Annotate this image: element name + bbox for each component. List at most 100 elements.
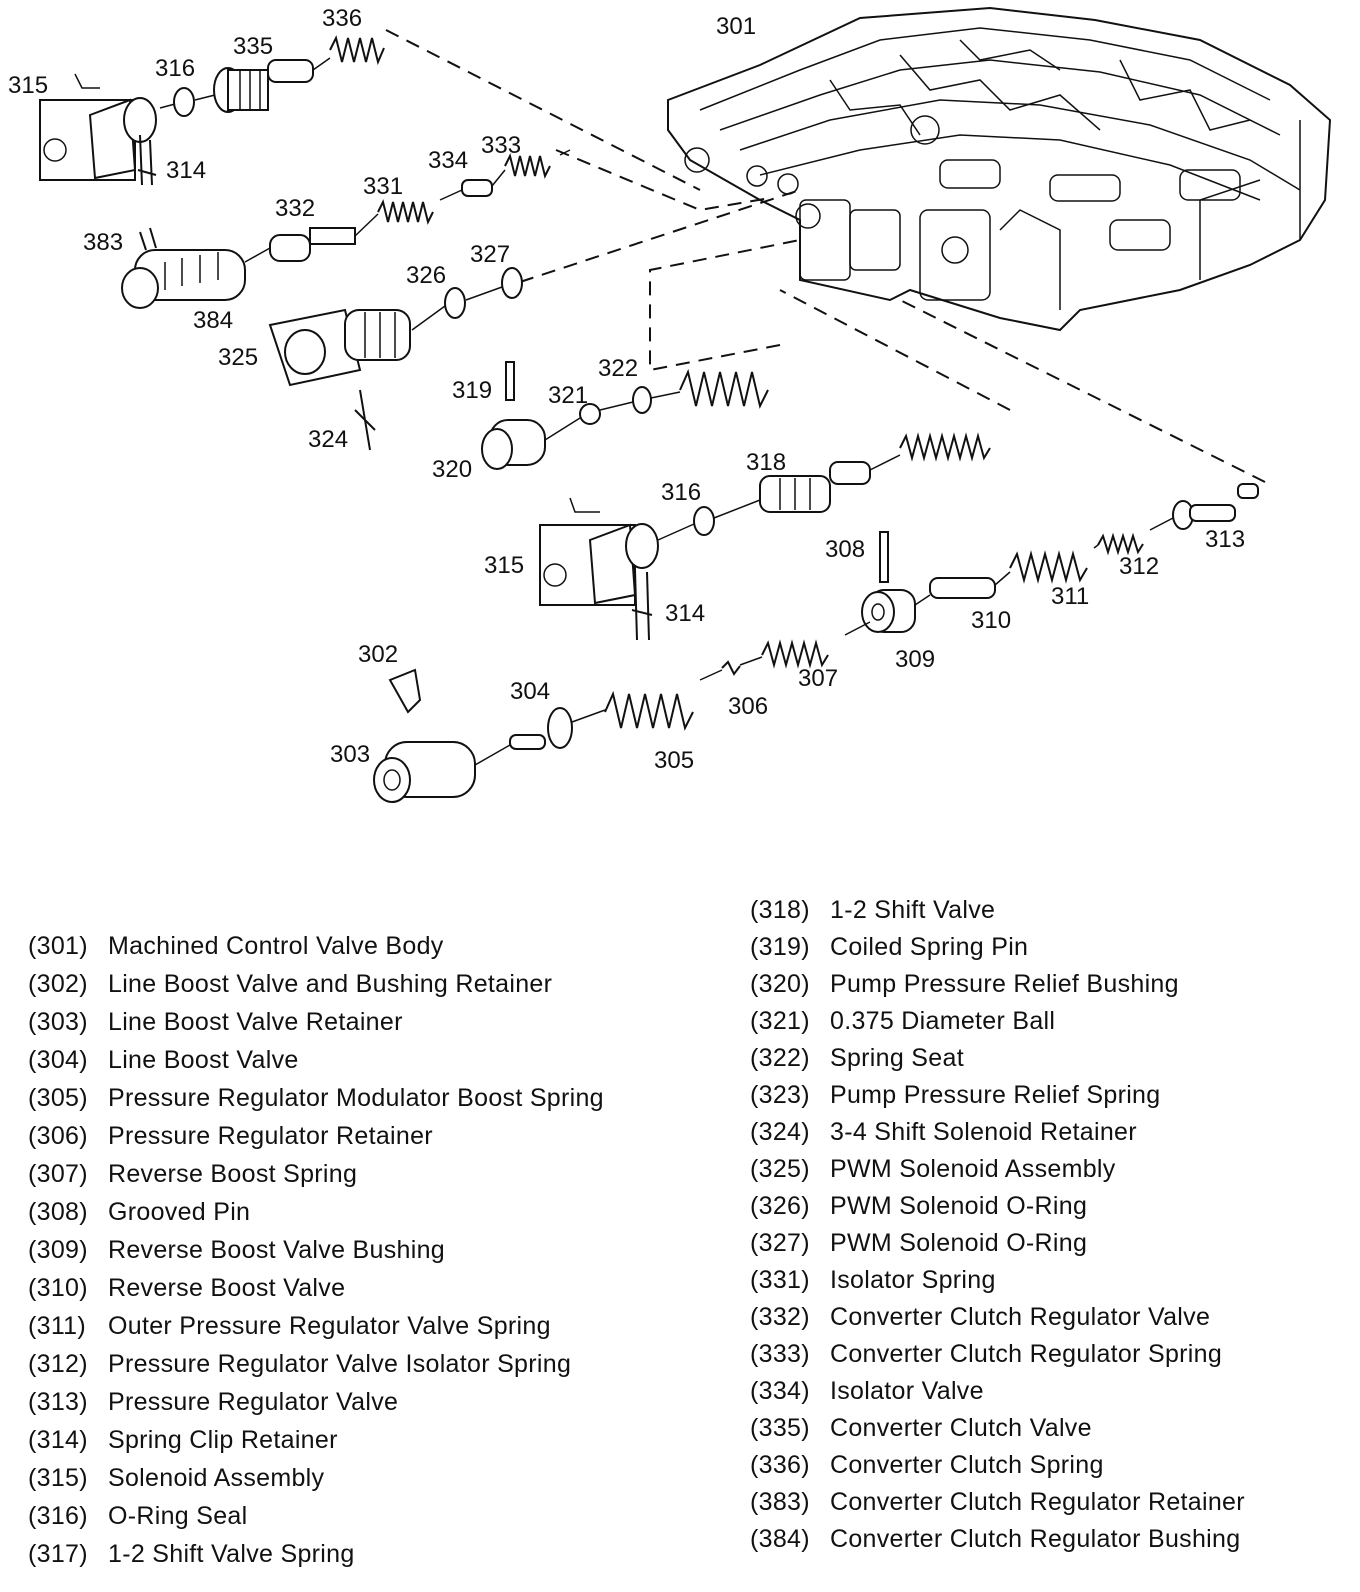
callout-315-top: 315 [8,72,48,99]
callout-319: 319 [452,377,492,404]
callout-314-top: 314 [166,157,206,184]
legend-item: (311)Outer Pressure Regulator Valve Spri… [28,1312,551,1340]
isolator-valve-334 [461,179,493,197]
callout-315-middle: 315 [484,552,524,579]
coiled-spring-pin-319 [505,361,515,401]
callout-314-middle: 314 [665,600,705,627]
callout-304: 304 [510,678,550,705]
retainer-383 [139,227,157,251]
reverse-boost-valve-bushing-309 [861,589,916,633]
assembly-axes [159,57,1174,766]
converter-clutch-regulator-spring-333 [504,153,551,179]
legend-item: (302)Line Boost Valve and Bushing Retain… [28,970,553,998]
spring-seat-322 [632,386,652,414]
shift-valve-spring-317 [899,432,991,462]
legend-item: (313)Pressure Regulator Valve [28,1388,399,1416]
pump-pressure-relief-bushing-320 [481,419,546,470]
pressure-regulator-valve-313 [1172,483,1259,530]
callout-303: 303 [330,741,370,768]
pressure-regulator-retainer-306 [721,660,741,676]
grooved-pin-308 [879,531,889,583]
solenoid-assembly-315-middle [539,497,659,606]
solenoid-retainer-324 [354,389,376,451]
isolator-spring-312 [1097,532,1144,556]
callout-327: 327 [470,241,510,268]
isolator-spring-331 [377,199,434,225]
callout-302: 302 [358,641,398,668]
legend-item: (323)Pump Pressure Relief Spring [750,1081,1161,1109]
pwm-o-ring-327 [501,267,523,299]
callout-384: 384 [193,307,233,334]
reverse-boost-valve-310 [929,577,996,599]
legend-item: (336)Converter Clutch Spring [750,1451,1104,1479]
callout-320: 320 [432,456,472,483]
legend-item: (325)PWM Solenoid Assembly [750,1155,1116,1183]
legend-item: (306)Pressure Regulator Retainer [28,1122,433,1150]
legend-item: (314)Spring Clip Retainer [28,1426,338,1454]
legend-item: (305)Pressure Regulator Modulator Boost … [28,1084,604,1112]
legend-item: (307)Reverse Boost Spring [28,1160,358,1188]
legend-item: (312)Pressure Regulator Valve Isolator S… [28,1350,572,1378]
legend-item: (308)Grooved Pin [28,1198,251,1226]
legend-item: (318)1-2 Shift Valve [750,896,996,924]
ball-321 [579,403,601,425]
o-ring-316-top [173,87,195,117]
legend-item: (332)Converter Clutch Regulator Valve [750,1303,1211,1331]
legend-item: (301)Machined Control Valve Body [28,932,444,960]
callout-335: 335 [233,33,273,60]
legend-item: (331)Isolator Spring [750,1266,996,1294]
pump-pressure-relief-spring-323 [679,368,769,409]
legend-item: (309)Reverse Boost Valve Bushing [28,1236,445,1264]
converter-clutch-regulator-bushing-384 [121,249,246,309]
callout-305: 305 [654,747,694,774]
o-ring-316-middle [693,506,715,536]
spring-clip-retainer-314-middle [631,569,653,641]
callout-301: 301 [716,13,756,40]
callout-322: 322 [598,355,638,382]
callout-308: 308 [825,536,865,563]
converter-clutch-spring-336 [329,35,385,66]
legend-item: (316)O-Ring Seal [28,1502,248,1530]
legend-item: (303)Line Boost Valve Retainer [28,1008,403,1036]
callout-306: 306 [728,693,768,720]
legend-item: (383)Converter Clutch Regulator Retainer [750,1488,1245,1516]
legend-item: (319)Coiled Spring Pin [750,933,1029,961]
callout-310: 310 [971,607,1011,634]
callout-332: 332 [275,195,315,222]
spring-clip-retainer-314-top [137,134,157,186]
legend-item: (334)Isolator Valve [750,1377,984,1405]
callout-316-middle: 316 [661,479,701,506]
callout-331: 331 [363,173,403,200]
callout-labels: 301 336 335 316 315 314 334 333 331 332 … [8,5,1245,774]
reverse-boost-spring-307 [761,639,829,669]
legend-item: (322)Spring Seat [750,1044,964,1072]
callout-312: 312 [1119,553,1159,580]
legend-item: (321)0.375 Diameter Ball [750,1007,1056,1035]
callout-383: 383 [83,229,123,256]
line-boost-valve-retainer-303 [373,741,476,803]
outer-regulator-spring-311 [1009,550,1088,584]
pwm-solenoid-assembly-325 [268,308,411,387]
callout-307: 307 [798,665,838,692]
legend-item: (327)PWM Solenoid O-Ring [750,1229,1088,1257]
legend-item: (320)Pump Pressure Relief Bushing [750,970,1179,998]
callout-334: 334 [428,147,468,174]
legend-item: (333)Converter Clutch Regulator Spring [750,1340,1223,1368]
line-boost-valve-304 [509,707,573,750]
callout-326: 326 [406,262,446,289]
legend-item: (317)1-2 Shift Valve Spring [28,1540,355,1568]
retainer-302 [388,668,422,714]
callout-318: 318 [746,449,786,476]
callout-311: 311 [1051,583,1089,610]
callout-313: 313 [1205,526,1245,553]
valve-body-301 [667,6,1332,332]
shift-valve-318 [759,461,871,513]
callout-321: 321 [548,382,588,409]
callout-324: 324 [308,426,348,453]
legend-item: (384)Converter Clutch Regulator Bushing [750,1525,1241,1553]
legend-item: (315)Solenoid Assembly [28,1464,325,1492]
exploded-parts-diagram: 301 336 335 316 315 314 334 333 331 332 … [8,5,1332,803]
callout-333: 333 [481,132,521,159]
legend-item: (335)Converter Clutch Valve [750,1414,1092,1442]
callout-309: 309 [895,646,935,673]
